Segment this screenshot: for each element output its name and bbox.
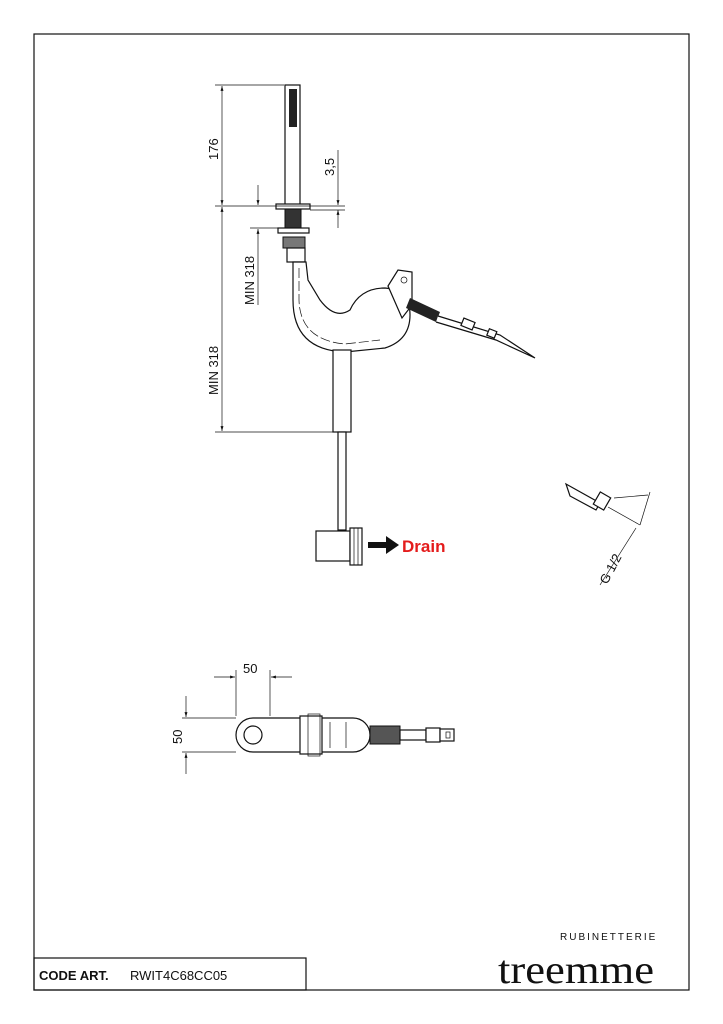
dim-g-1-2: G 1/2 <box>596 551 624 586</box>
title-block <box>33 957 307 991</box>
code-art-label: CODE ART. <box>39 968 109 983</box>
drain-tube <box>337 431 347 531</box>
dim-plan-width: 50 <box>243 661 257 676</box>
dim-plan-depth: 50 <box>170 730 185 744</box>
riser-pipe <box>332 349 352 433</box>
spray-grille <box>289 89 297 127</box>
brand-logo: treemme <box>498 947 654 992</box>
handshower-side-view <box>275 84 536 566</box>
dim-3-5: 3,5 <box>322 158 337 176</box>
dim-176: 176 <box>206 138 221 160</box>
flange <box>275 203 311 210</box>
dim-min-318-lower: MIN 318 <box>206 346 221 395</box>
drain-arrow-icon <box>368 536 399 554</box>
dimension-lines <box>215 84 345 433</box>
brand-subtitle: RUBINETTERIE <box>560 932 657 943</box>
thread-detail <box>564 482 651 586</box>
code-art-value: RWIT4C68CC05 <box>130 968 227 983</box>
plan-view <box>182 670 455 774</box>
hose-sleeve <box>406 298 440 322</box>
drain-label: Drain <box>402 537 445 556</box>
drawing-frame <box>33 33 690 991</box>
dim-min-318-upper: MIN 318 <box>242 256 257 305</box>
drain-fitting <box>315 530 351 562</box>
hose-body <box>292 261 411 353</box>
